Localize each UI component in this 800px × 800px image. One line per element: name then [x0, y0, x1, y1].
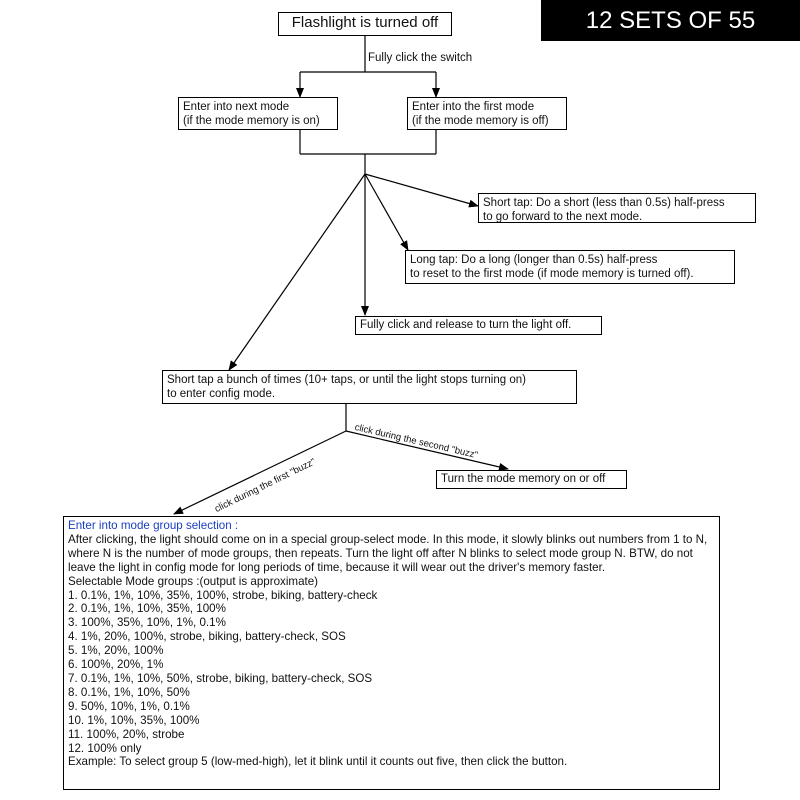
node-mode-memory-label: Turn the mode memory on or off: [441, 473, 606, 485]
mode-group-item: 11. 100%, 20%, strobe: [68, 727, 185, 741]
node-config-line1: Short tap a bunch of times (10+ taps, or…: [167, 374, 526, 386]
mode-group-item: 7. 0.1%, 1%, 10%, 50%, strobe, biking, b…: [68, 671, 373, 685]
node-config: Short tap a bunch of times (10+ taps, or…: [162, 370, 577, 404]
mode-group-item: 3. 100%, 35%, 10%, 1%, 0.1%: [68, 616, 226, 630]
node-long-tap-line1: Long tap: Do a long (longer than 0.5s) h…: [410, 254, 658, 266]
mode-group-item: 8. 0.1%, 1%, 10%, 50%: [68, 685, 190, 699]
mode-group-item: 5. 1%, 20%, 100%: [68, 644, 164, 658]
node-first-mode-line1: Enter into the first mode: [412, 101, 535, 113]
edge-to-memory: [345, 430, 509, 471]
node-mode-memory: Turn the mode memory on or off: [436, 470, 627, 489]
groups-title: Selectable Mode groups :(output is appro…: [68, 574, 319, 588]
mode-group-item: 10. 1%, 10%, 35%, 100%: [68, 713, 200, 727]
mode-group-list: 1. 0.1%, 1%, 10%, 35%, 100%, strobe, bik…: [68, 589, 715, 756]
mode-group-item: 2. 0.1%, 1%, 10%, 35%, 100%: [68, 602, 226, 616]
node-first-mode: Enter into the first mode (if the mode m…: [407, 97, 567, 130]
edge-to-group-selection: [173, 430, 347, 515]
group-selection-example: Example: To select group 5 (low-med-high…: [68, 755, 568, 769]
banner-title: 12 SETS OF 55 GEARS: [541, 0, 800, 75]
node-long-tap-line2: to reset to the first mode (if mode memo…: [410, 268, 694, 280]
node-first-mode-line2: (if the mode memory is off): [412, 115, 549, 127]
mode-group-item: 1. 0.1%, 1%, 10%, 35%, 100%, strobe, bik…: [68, 588, 378, 602]
edge-to-long-tap: [364, 173, 409, 251]
mode-group-item: 4. 1%, 20%, 100%, strobe, biking, batter…: [68, 630, 346, 644]
mode-group-item: 9. 50%, 10%, 1%, 0.1%: [68, 699, 190, 713]
label-fully-click: Fully click the switch: [368, 52, 473, 64]
node-next-mode-line2: (if the mode memory is on): [183, 115, 320, 127]
node-flashlight-off-label: Flashlight is turned off: [291, 14, 439, 31]
mode-group-item: 12. 100% only: [68, 741, 142, 755]
node-short-tap-line1: Short tap: Do a short (less than 0.5s) h…: [483, 197, 725, 209]
group-selection-panel: Enter into mode group selection : After …: [63, 516, 720, 790]
group-selection-heading: Enter into mode group selection :: [68, 519, 239, 532]
edge-to-short-tap: [364, 173, 479, 208]
node-next-mode-line1: Enter into next mode: [183, 101, 290, 113]
mode-group-item: 6. 100%, 20%, 1%: [68, 658, 164, 672]
node-turn-off: Fully click and release to turn the ligh…: [355, 316, 602, 335]
node-flashlight-off: Flashlight is turned off: [278, 12, 452, 36]
node-short-tap: Short tap: Do a short (less than 0.5s) h…: [478, 193, 756, 223]
node-turn-off-label: Fully click and release to turn the ligh…: [360, 319, 572, 331]
group-selection-description: After clicking, the light should come on…: [68, 532, 708, 574]
node-config-line2: to enter config mode.: [167, 388, 276, 400]
edge-to-config: [228, 173, 366, 371]
node-next-mode: Enter into next mode (if the mode memory…: [178, 97, 338, 130]
node-long-tap: Long tap: Do a long (longer than 0.5s) h…: [405, 250, 735, 284]
node-short-tap-line2: to go forward to the next mode.: [483, 211, 643, 223]
